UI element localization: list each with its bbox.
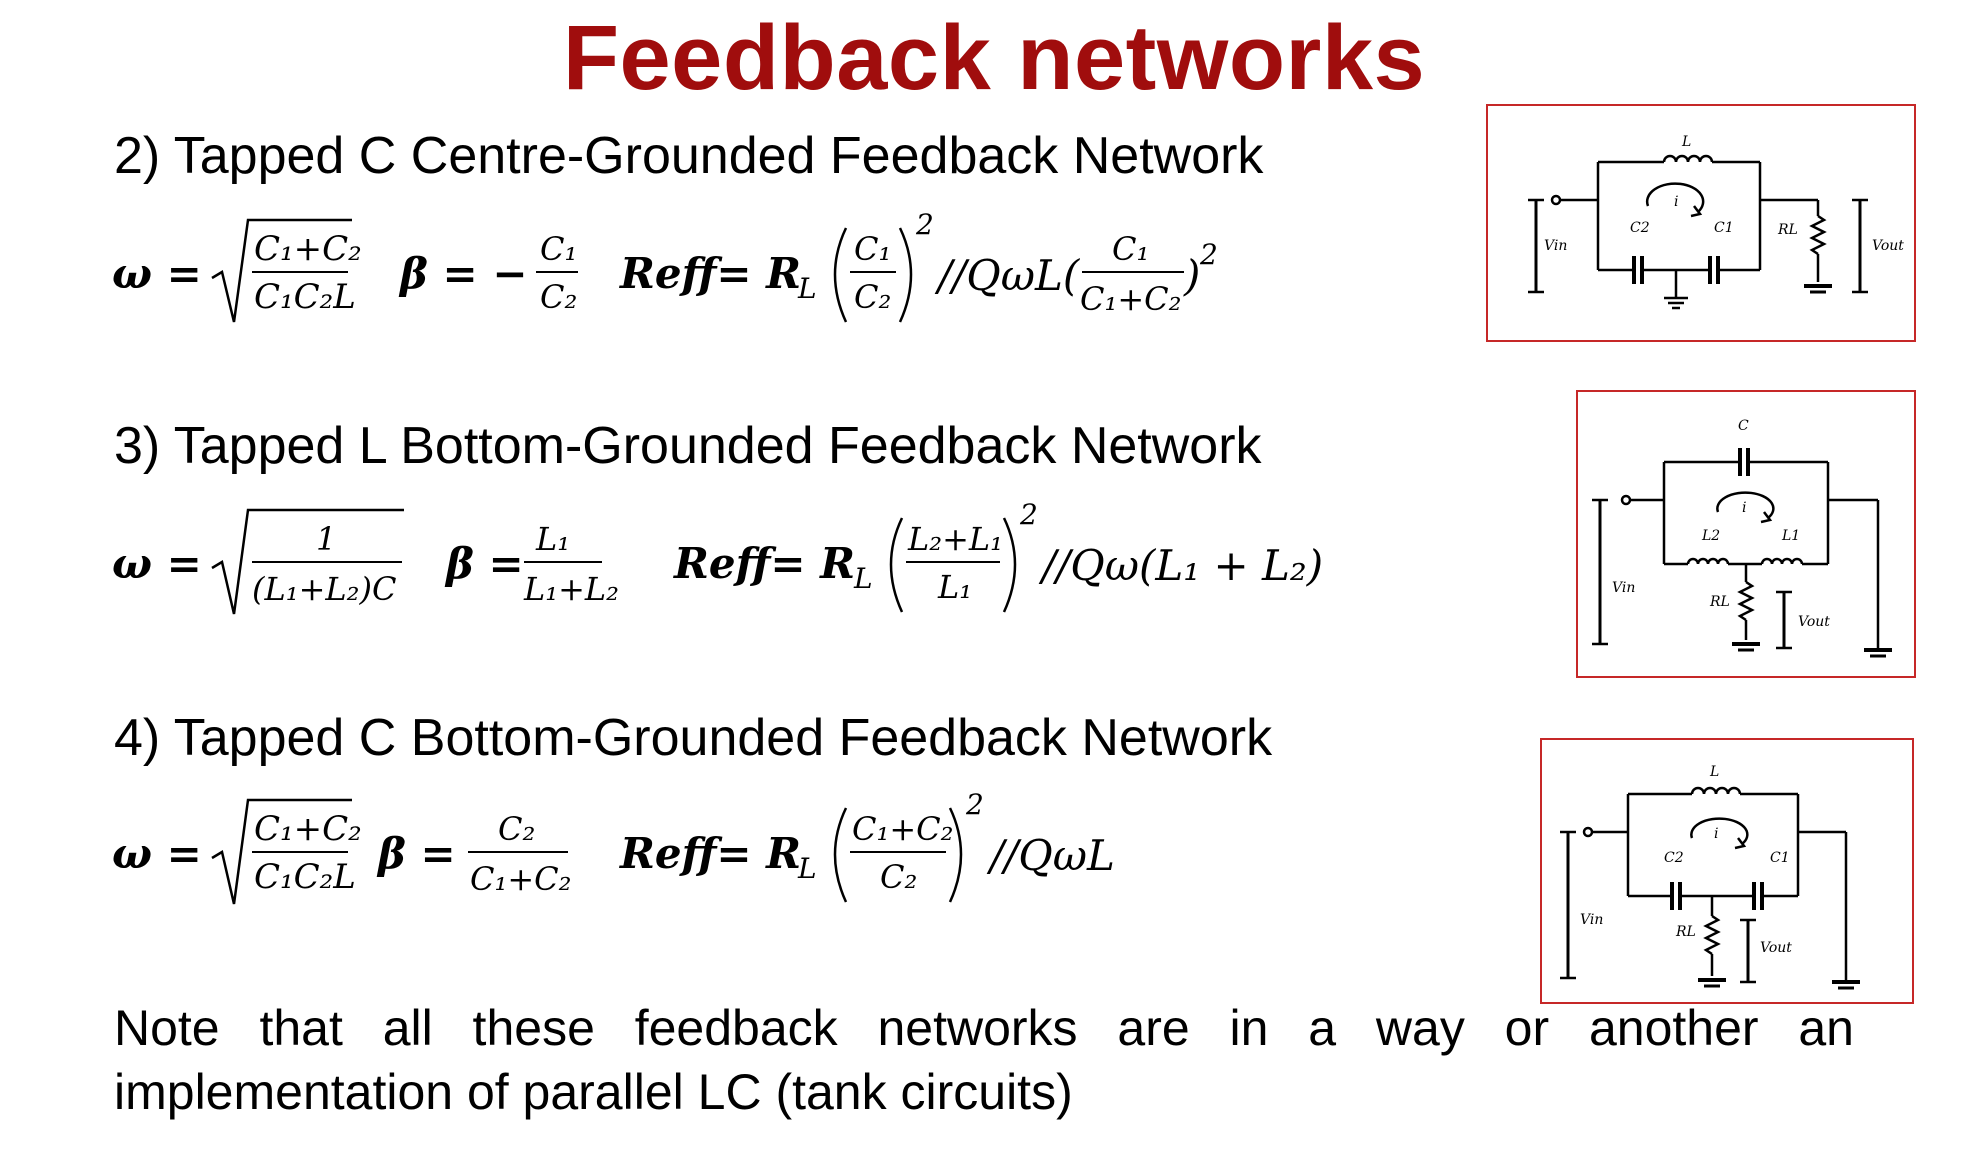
circuit-schematic: L i C2 C1 RL Vin Vout [1560,764,1860,990]
svg-text:i: i [1742,500,1746,516]
beta-denominator: L₁+L₂ [523,570,619,608]
paren-numerator: C₁ [854,230,891,268]
paren-denominator: C₂ [854,278,891,316]
svg-text:C2: C2 [1630,220,1650,236]
svg-text:L: L [1681,134,1691,150]
sqrt-sign [211,798,352,905]
svg-text:i: i [1674,194,1678,210]
paren-numerator: C₁+C₂ [852,810,953,848]
svg-text:Vout: Vout [1798,614,1830,630]
omega-denominator: C₁C₂L [254,277,356,317]
omega-label: ω = [112,829,202,878]
equation-row-tapped-c-bottom: ω = C₁+C₂ C₁C₂L β = C₂ C₁+C₂ Reff= R L C… [112,780,1212,920]
sqrt-sign [211,218,352,323]
beta-label: β = [444,539,524,588]
reff-subscript: L [797,272,817,305]
svg-text:Vout: Vout [1760,940,1792,956]
svg-text:RL: RL [1675,924,1696,940]
svg-text:C2: C2 [1664,850,1684,866]
svg-text:RL: RL [1709,594,1730,610]
circuit-schematic: L i C2 C1 RL Vin Vout [1528,134,1904,310]
section-heading-tapped-c-bottom: 4) Tapped C Bottom-Grounded Feedback Net… [114,709,1273,767]
circuit-diagram-tapped-l-bottom: C i L2 L1 RL Vin Vout [1576,390,1916,678]
reff-subscript: L [853,562,873,595]
paren-denominator: L₁ [937,568,972,606]
reff-label: Reff= R [619,829,801,878]
circuit-diagram-tapped-c-bottom: L i C2 C1 RL Vin Vout [1540,738,1914,1004]
beta-numerator: L₁ [535,520,570,558]
exponent: 2 [1019,498,1038,531]
svg-text:L1: L1 [1781,528,1800,544]
svg-text:C: C [1738,418,1749,434]
circuit-diagram-tapped-c-centre: L i C2 C1 RL Vin Vout [1486,104,1916,342]
reff-label: Reff= R [619,249,801,298]
beta-denominator: C₂ [540,278,577,316]
section-heading-tapped-c-centre: 2) Tapped C Centre-Grounded Feedback Net… [114,127,1264,185]
section-heading-tapped-l-bottom: 3) Tapped L Bottom-Grounded Feedback Net… [114,417,1262,475]
tail-numerator: C₁ [1112,230,1149,268]
beta-numerator: C₁ [540,230,577,268]
svg-text:L2: L2 [1701,528,1720,544]
reff-label: Reff= R [673,539,855,588]
paren-denominator: C₂ [880,858,917,896]
svg-text:Vin: Vin [1544,238,1567,254]
note-line-1: Note that all these feedback networks ar… [114,1000,1854,1056]
tail-close: ) [1183,251,1200,300]
beta-denominator: C₁+C₂ [470,860,571,898]
equation-row-tapped-l-bottom: ω = 1 (L₁+L₂)C β = L₁ L₁+L₂ Reff= R L L₂… [112,490,1412,630]
note-line-2: implementation of parallel LC (tank circ… [114,1064,1073,1120]
reff-subscript: L [797,852,817,885]
circuit-schematic: C i L2 L1 RL Vin Vout [1592,418,1892,658]
svg-text:Vin: Vin [1580,912,1603,928]
tail-denominator: C₁+C₂ [1080,280,1181,318]
omega-label: ω = [112,249,202,298]
omega-denominator: (L₁+L₂)C [252,570,396,608]
parallel-term: //QωL( [934,251,1081,300]
parallel-term: //QωL [986,831,1115,880]
beta-label: β = [376,829,456,878]
page-title: Feedback networks [562,7,1426,109]
omega-denominator: C₁C₂L [254,857,356,897]
note-paragraph: Note that all these feedback networks ar… [114,996,1854,1124]
svg-text:C1: C1 [1770,850,1790,866]
svg-text:L: L [1709,764,1719,780]
omega-numerator: 1 [316,520,336,558]
beta-numerator: C₂ [498,810,535,848]
parallel-term: //Qω(L₁ + L₂) [1038,541,1323,590]
sqrt-sign [211,508,404,615]
exponent: 2 [915,208,934,241]
omega-numerator: C₁+C₂ [254,229,362,269]
omega-label: ω = [112,539,202,588]
paren-numerator: L₂+L₁ [907,520,1003,558]
beta-label: β = − [398,249,528,298]
svg-text:Vin: Vin [1612,580,1635,596]
exponent: 2 [965,788,984,821]
equation-row-tapped-c-centre: ω = C₁+C₂ C₁C₂L β = − C₁ C₂ Reff= R L C₁… [112,200,1272,340]
svg-text:i: i [1714,826,1718,842]
svg-text:RL: RL [1777,222,1798,238]
omega-numerator: C₁+C₂ [254,809,362,849]
svg-text:C1: C1 [1714,220,1734,236]
svg-text:Vout: Vout [1872,238,1904,254]
tail-exponent: 2 [1199,238,1218,271]
